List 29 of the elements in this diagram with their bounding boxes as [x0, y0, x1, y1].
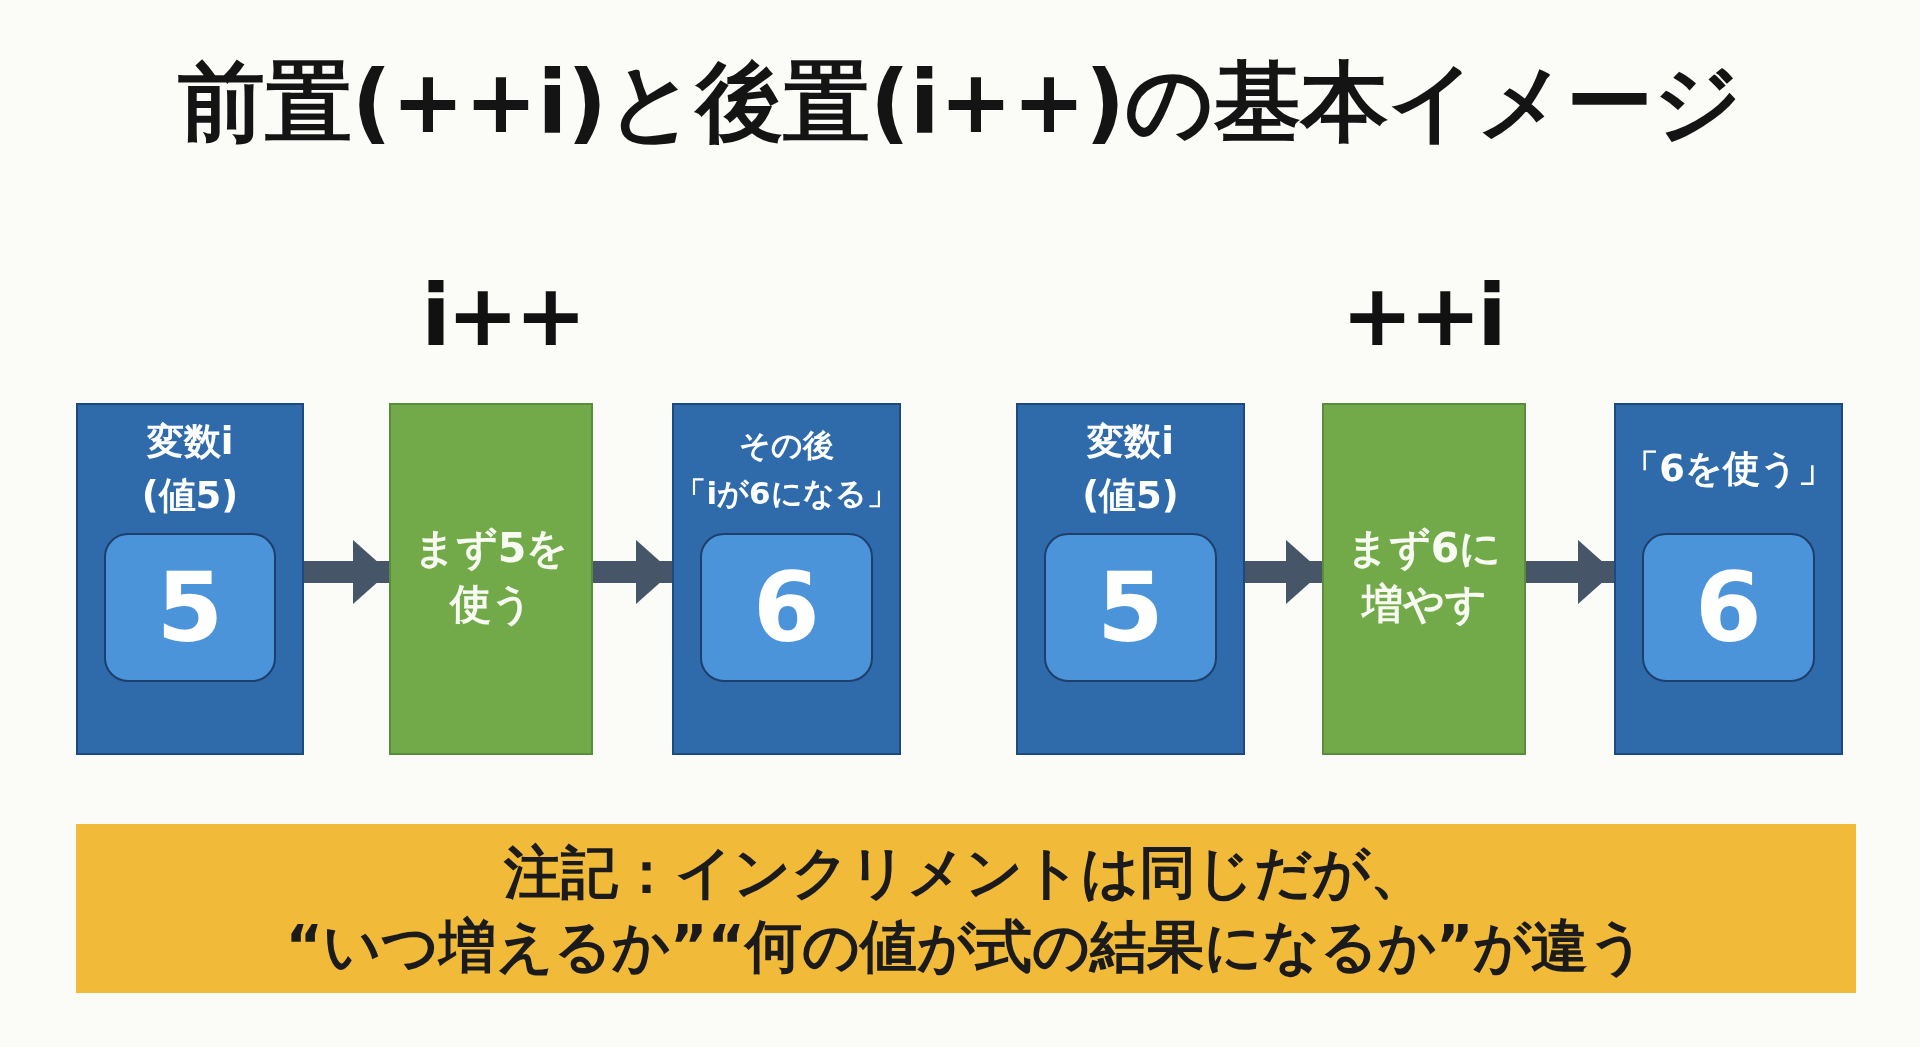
- arrow: [593, 539, 672, 604]
- value-number: 6: [753, 559, 820, 656]
- value-number: 5: [1097, 559, 1164, 656]
- arrow: [1526, 539, 1614, 604]
- title: 前置(++i)と後置(i++)の基本イメージ: [177, 52, 1743, 153]
- panel-heading: 「6を使う」: [1622, 446, 1835, 492]
- operator-label: i++: [421, 272, 583, 358]
- value-tile: [1044, 533, 1217, 682]
- panel-heading: その後「iが6になる」: [675, 426, 898, 513]
- arrow: [304, 539, 389, 604]
- step-box: [1322, 403, 1526, 755]
- step-text: まず6に増やす: [1346, 523, 1502, 630]
- value-panel: [1016, 403, 1245, 755]
- step-box: [389, 403, 593, 755]
- value-tile: [700, 533, 873, 682]
- value-number: 6: [1695, 559, 1762, 656]
- value-tile: [104, 533, 276, 682]
- step-text: まず5を使う: [413, 523, 569, 630]
- panel-heading: 変数i(値5): [1082, 419, 1179, 519]
- note-text: 注記：インクリメントは同じだが、“いつ増えるか”“何の値が式の結果になるか”が違う: [285, 837, 1647, 981]
- value-tile: [1642, 533, 1815, 682]
- operator-label: ++i: [1341, 272, 1503, 358]
- value-panel: [76, 403, 304, 755]
- arrow: [1245, 539, 1322, 604]
- panel-heading: 変数i(値5): [141, 419, 239, 519]
- value-number: 5: [156, 559, 224, 656]
- value-panel: [672, 403, 901, 755]
- note-banner: [76, 824, 1856, 993]
- value-panel: [1614, 403, 1843, 755]
